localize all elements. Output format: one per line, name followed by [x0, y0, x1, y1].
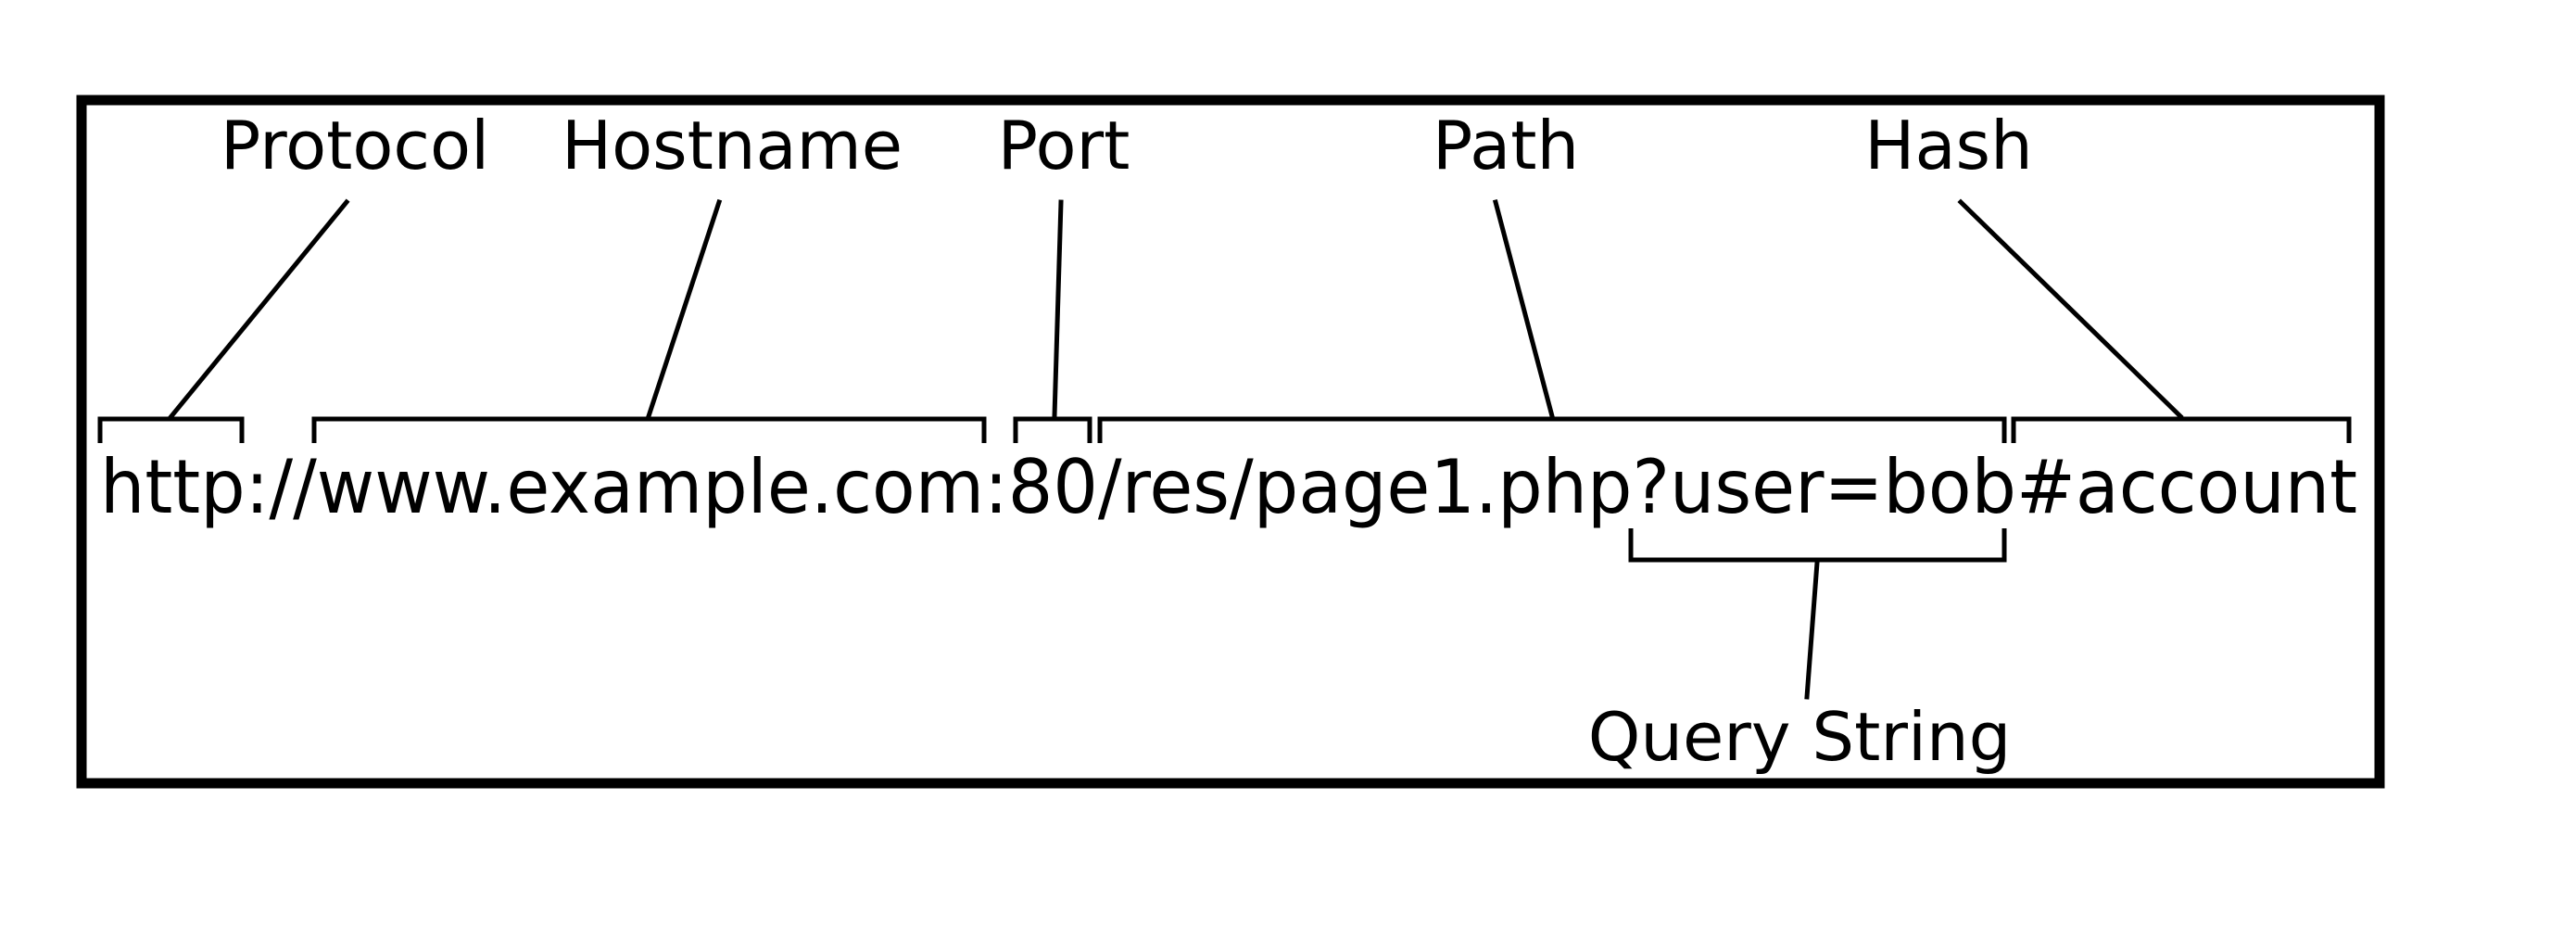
url-port-separator: :: [984, 444, 1008, 530]
hash-connector: [1957, 198, 2184, 420]
url-protocol: http://: [100, 444, 317, 530]
protocol-connector: [168, 198, 350, 420]
hostname-label: Hostname: [562, 107, 903, 184]
diagram-frame: [76, 95, 2385, 789]
query-string-label: Query String: [1588, 698, 2012, 776]
hash-label: Hash: [1864, 107, 2032, 184]
path-label: Path: [1433, 107, 1579, 184]
url-query: ?user=bob: [1632, 444, 2016, 530]
port-label: Port: [998, 107, 1130, 184]
hostname-bracket: [311, 416, 987, 443]
hash-bracket: [2011, 416, 2352, 443]
url-text: http://www.example.com:80/res/page1.php?…: [100, 444, 2357, 530]
port-bracket: [1013, 416, 1092, 443]
query-connector: [1804, 560, 1820, 700]
url-hash: #account: [2016, 444, 2357, 530]
path-connector: [1492, 198, 1556, 420]
url-hostname: www.example.com: [317, 444, 984, 530]
protocol-bracket: [97, 416, 245, 443]
protocol-label: Protocol: [221, 107, 489, 184]
url-path: /res/page1.php: [1098, 444, 1633, 530]
hostname-connector: [645, 198, 723, 420]
port-connector: [1052, 199, 1064, 419]
path-bracket: [1097, 416, 2007, 443]
url-port: 80: [1008, 444, 1098, 530]
query-bracket: [1628, 528, 2007, 563]
